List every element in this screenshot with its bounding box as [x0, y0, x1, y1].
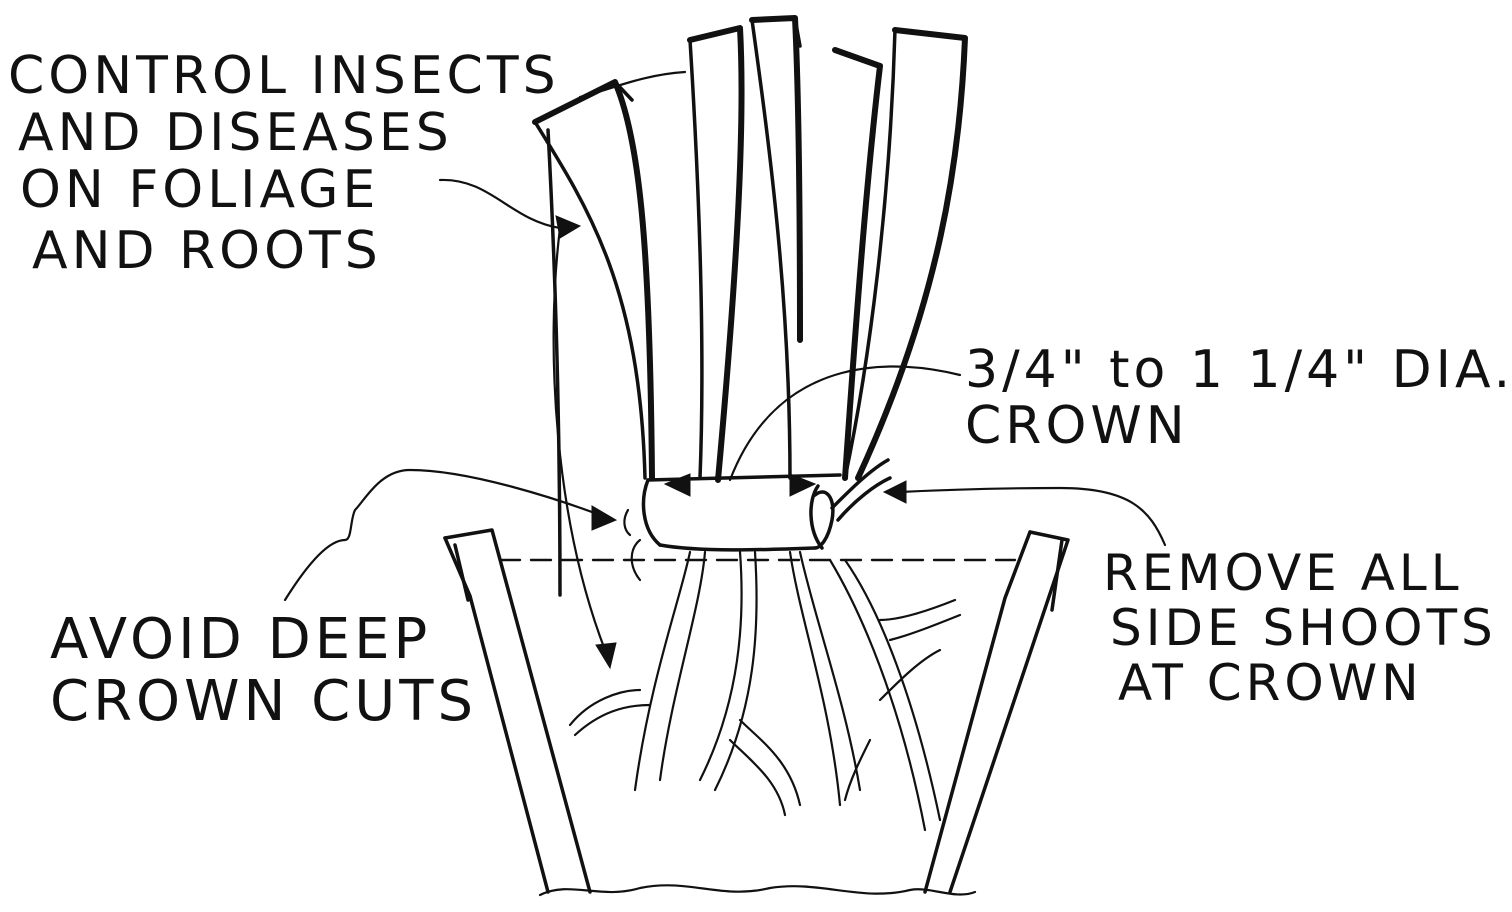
label-control: CONTROL INSECTS AND DISEASES ON FOLIAGE …	[8, 46, 560, 281]
control-line-2: AND DISEASES	[18, 103, 453, 163]
control-line-3: ON FOLIAGE	[20, 160, 379, 220]
avoid-leader	[285, 470, 600, 600]
foliage	[535, 18, 965, 595]
label-crown-size: 3/4" to 1 1/4" DIA. OF CROWN	[965, 340, 1512, 456]
label-avoid: AVOID DEEP CROWN CUTS	[50, 607, 477, 734]
remove-line-3: AT CROWN	[1118, 654, 1423, 712]
crown	[624, 460, 890, 580]
roots	[570, 552, 960, 830]
label-remove: REMOVE ALL SIDE SHOOTS AT CROWN	[1103, 544, 1497, 712]
ground-line	[540, 885, 975, 895]
remove-line-2: SIDE SHOOTS	[1110, 599, 1497, 657]
control-leader-top	[580, 72, 685, 97]
remove-arrow	[884, 481, 906, 503]
control-leader-mid	[440, 180, 560, 228]
control-line-1: CONTROL INSECTS	[8, 46, 560, 106]
avoid-line-1: AVOID DEEP	[50, 607, 431, 672]
remove-leader	[900, 488, 1165, 545]
crown-size-line-2: CROWN	[965, 396, 1189, 456]
crown-size-line-1: 3/4" to 1 1/4" DIA. OF	[965, 340, 1512, 400]
control-line-4: AND ROOTS	[32, 221, 382, 281]
remove-line-1: REMOVE ALL	[1103, 544, 1463, 602]
control-arrow-roots	[596, 643, 616, 668]
avoid-arrow	[592, 506, 616, 530]
avoid-line-2: CROWN CUTS	[50, 669, 477, 734]
crown-dim-arrow-left	[665, 474, 690, 496]
